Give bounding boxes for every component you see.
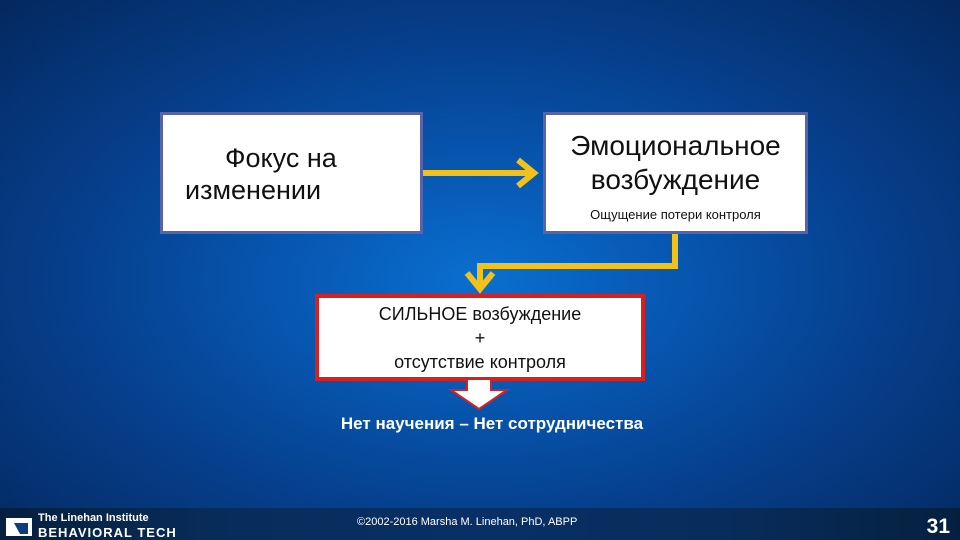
arousal-box-title: Эмоциональное возбуждение	[570, 130, 781, 195]
focus-box-line2: изменении	[185, 175, 322, 205]
footer-bar: The Linehan Institute BEHAVIORAL TECH ©2…	[0, 508, 960, 540]
logo-line2: BEHAVIORAL TECH	[38, 525, 177, 540]
logo-mark-icon	[6, 518, 32, 536]
copyright-text: ©2002-2016 Marsha M. Linehan, PhD, ABPP	[357, 516, 578, 528]
behavioral-tech-logo: The Linehan Institute BEHAVIORAL TECH	[6, 512, 181, 540]
logo-line1: The Linehan Institute	[38, 512, 149, 524]
strong-box-line2: +	[474, 328, 486, 348]
strong-box-line1: СИЛЬНОЕ возбуждение	[378, 304, 582, 324]
arrowhead-focus-to-arousal	[516, 157, 539, 189]
focus-on-change-box: Фокус на изменении	[160, 112, 423, 234]
focus-box-line1: Фокус на	[225, 143, 337, 173]
strong-box-line3: отсутствие контроля	[394, 352, 566, 372]
strong-box-text: СИЛЬНОЕ возбуждение + отсутствие контрол…	[319, 302, 641, 374]
arrowhead-arousal-to-strong	[464, 271, 496, 294]
page-number: 31	[926, 515, 950, 538]
arousal-box-subtitle: Ощущение потери контроля	[590, 207, 761, 222]
down-arrow-icon	[447, 378, 511, 411]
arrow-arousal-to-strong	[477, 234, 678, 284]
result-text: Нет научения – Нет сотрудничества	[340, 414, 644, 433]
emotional-arousal-box: Эмоциональное возбуждение Ощущение потер…	[543, 112, 808, 234]
